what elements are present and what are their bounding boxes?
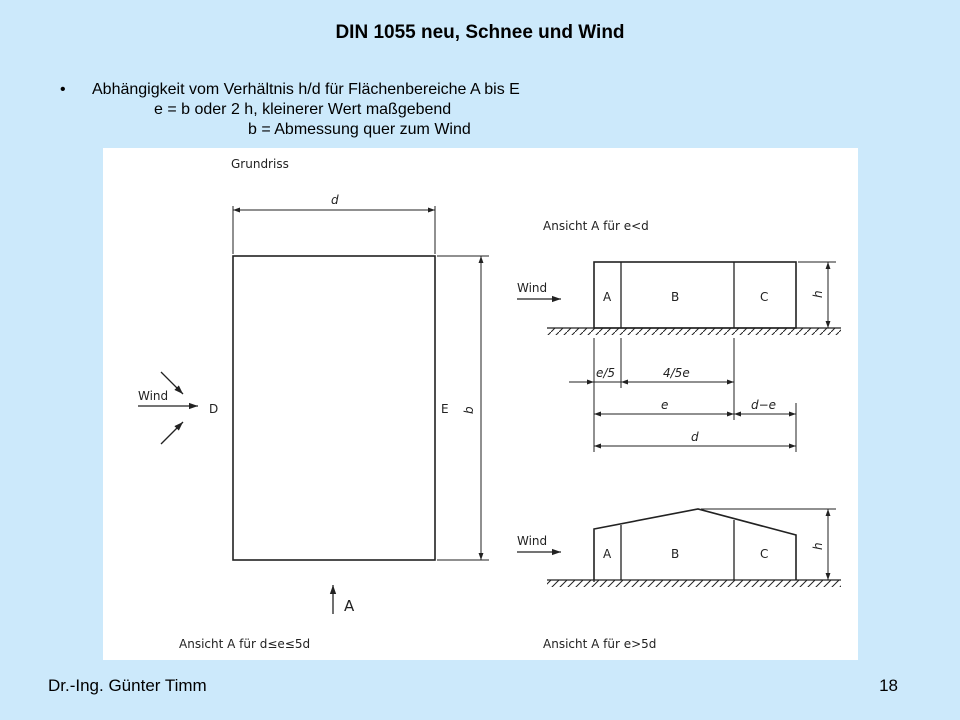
plan-outline bbox=[232, 255, 436, 561]
plan-b-label: b bbox=[462, 406, 476, 414]
zone-e-label: E bbox=[441, 402, 449, 416]
slide-title: DIN 1055 neu, Schnee und Wind bbox=[335, 22, 625, 43]
bullet-text-line2: e = b oder 2 h, kleinerer Wert maßgebend bbox=[154, 101, 452, 118]
view1-zone-b-label: B bbox=[671, 290, 679, 304]
bullet-text-line1: Abhängigkeit vom Verhältnis h/d für Fläc… bbox=[92, 81, 520, 98]
view1-d-label: d bbox=[691, 430, 699, 444]
bullet-item: • Abhängigkeit vom Verhältnis h/d für Fl… bbox=[60, 80, 520, 100]
view-a-label: A bbox=[344, 597, 355, 615]
view1-title: Ansicht A für e<d bbox=[543, 219, 649, 233]
view1-de-label: d−e bbox=[751, 398, 776, 412]
plan-wind-arrow-lower-icon bbox=[160, 421, 184, 445]
view1-ground-hatch bbox=[547, 328, 841, 335]
plan-title: Grundriss bbox=[231, 157, 289, 171]
view1-wind-label: Wind bbox=[517, 281, 547, 295]
view2-ground-hatch bbox=[547, 580, 841, 587]
view2-zone-c-label: C bbox=[760, 547, 768, 561]
footer-author: Dr.-Ing. Günter Timm bbox=[48, 676, 207, 695]
plan-d-label: d bbox=[331, 193, 339, 207]
bullet-text-line3: b = Abmessung quer zum Wind bbox=[248, 121, 471, 138]
view1-zone-a-label: A bbox=[603, 290, 612, 304]
view2-building-outline bbox=[593, 508, 797, 580]
view1-e-label: e bbox=[661, 398, 668, 412]
view2-caption: Ansicht A für e>5d bbox=[543, 637, 656, 651]
view2-zone-b-label: B bbox=[671, 547, 679, 561]
view2-wind-label: Wind bbox=[517, 534, 547, 548]
plan-wind-arrow-upper-icon bbox=[160, 371, 184, 395]
bullet-dot: • bbox=[60, 81, 66, 98]
view1-zone-c-label: C bbox=[760, 290, 768, 304]
view2-h-label: h bbox=[811, 542, 825, 550]
page-number: 18 bbox=[879, 676, 898, 695]
plan-wind-label: Wind bbox=[138, 389, 168, 403]
view1-e5-label: e/5 bbox=[596, 366, 615, 380]
wind-zones-figure: Grundriss d b Wind D E A Ansicht A für d… bbox=[103, 148, 858, 660]
wind-zones-diagram: Grundriss d b Wind D E A Ansicht A für d… bbox=[138, 157, 841, 651]
view1-h-label: h bbox=[811, 290, 825, 298]
bullet-block: • Abhängigkeit vom Verhältnis h/d für Fl… bbox=[60, 80, 520, 140]
view1-4e5-label: 4/5e bbox=[663, 366, 690, 380]
plan-caption: Ansicht A für d≤e≤5d bbox=[179, 637, 310, 651]
zone-d-label: D bbox=[209, 402, 218, 416]
view2-zone-a-label: A bbox=[603, 547, 612, 561]
